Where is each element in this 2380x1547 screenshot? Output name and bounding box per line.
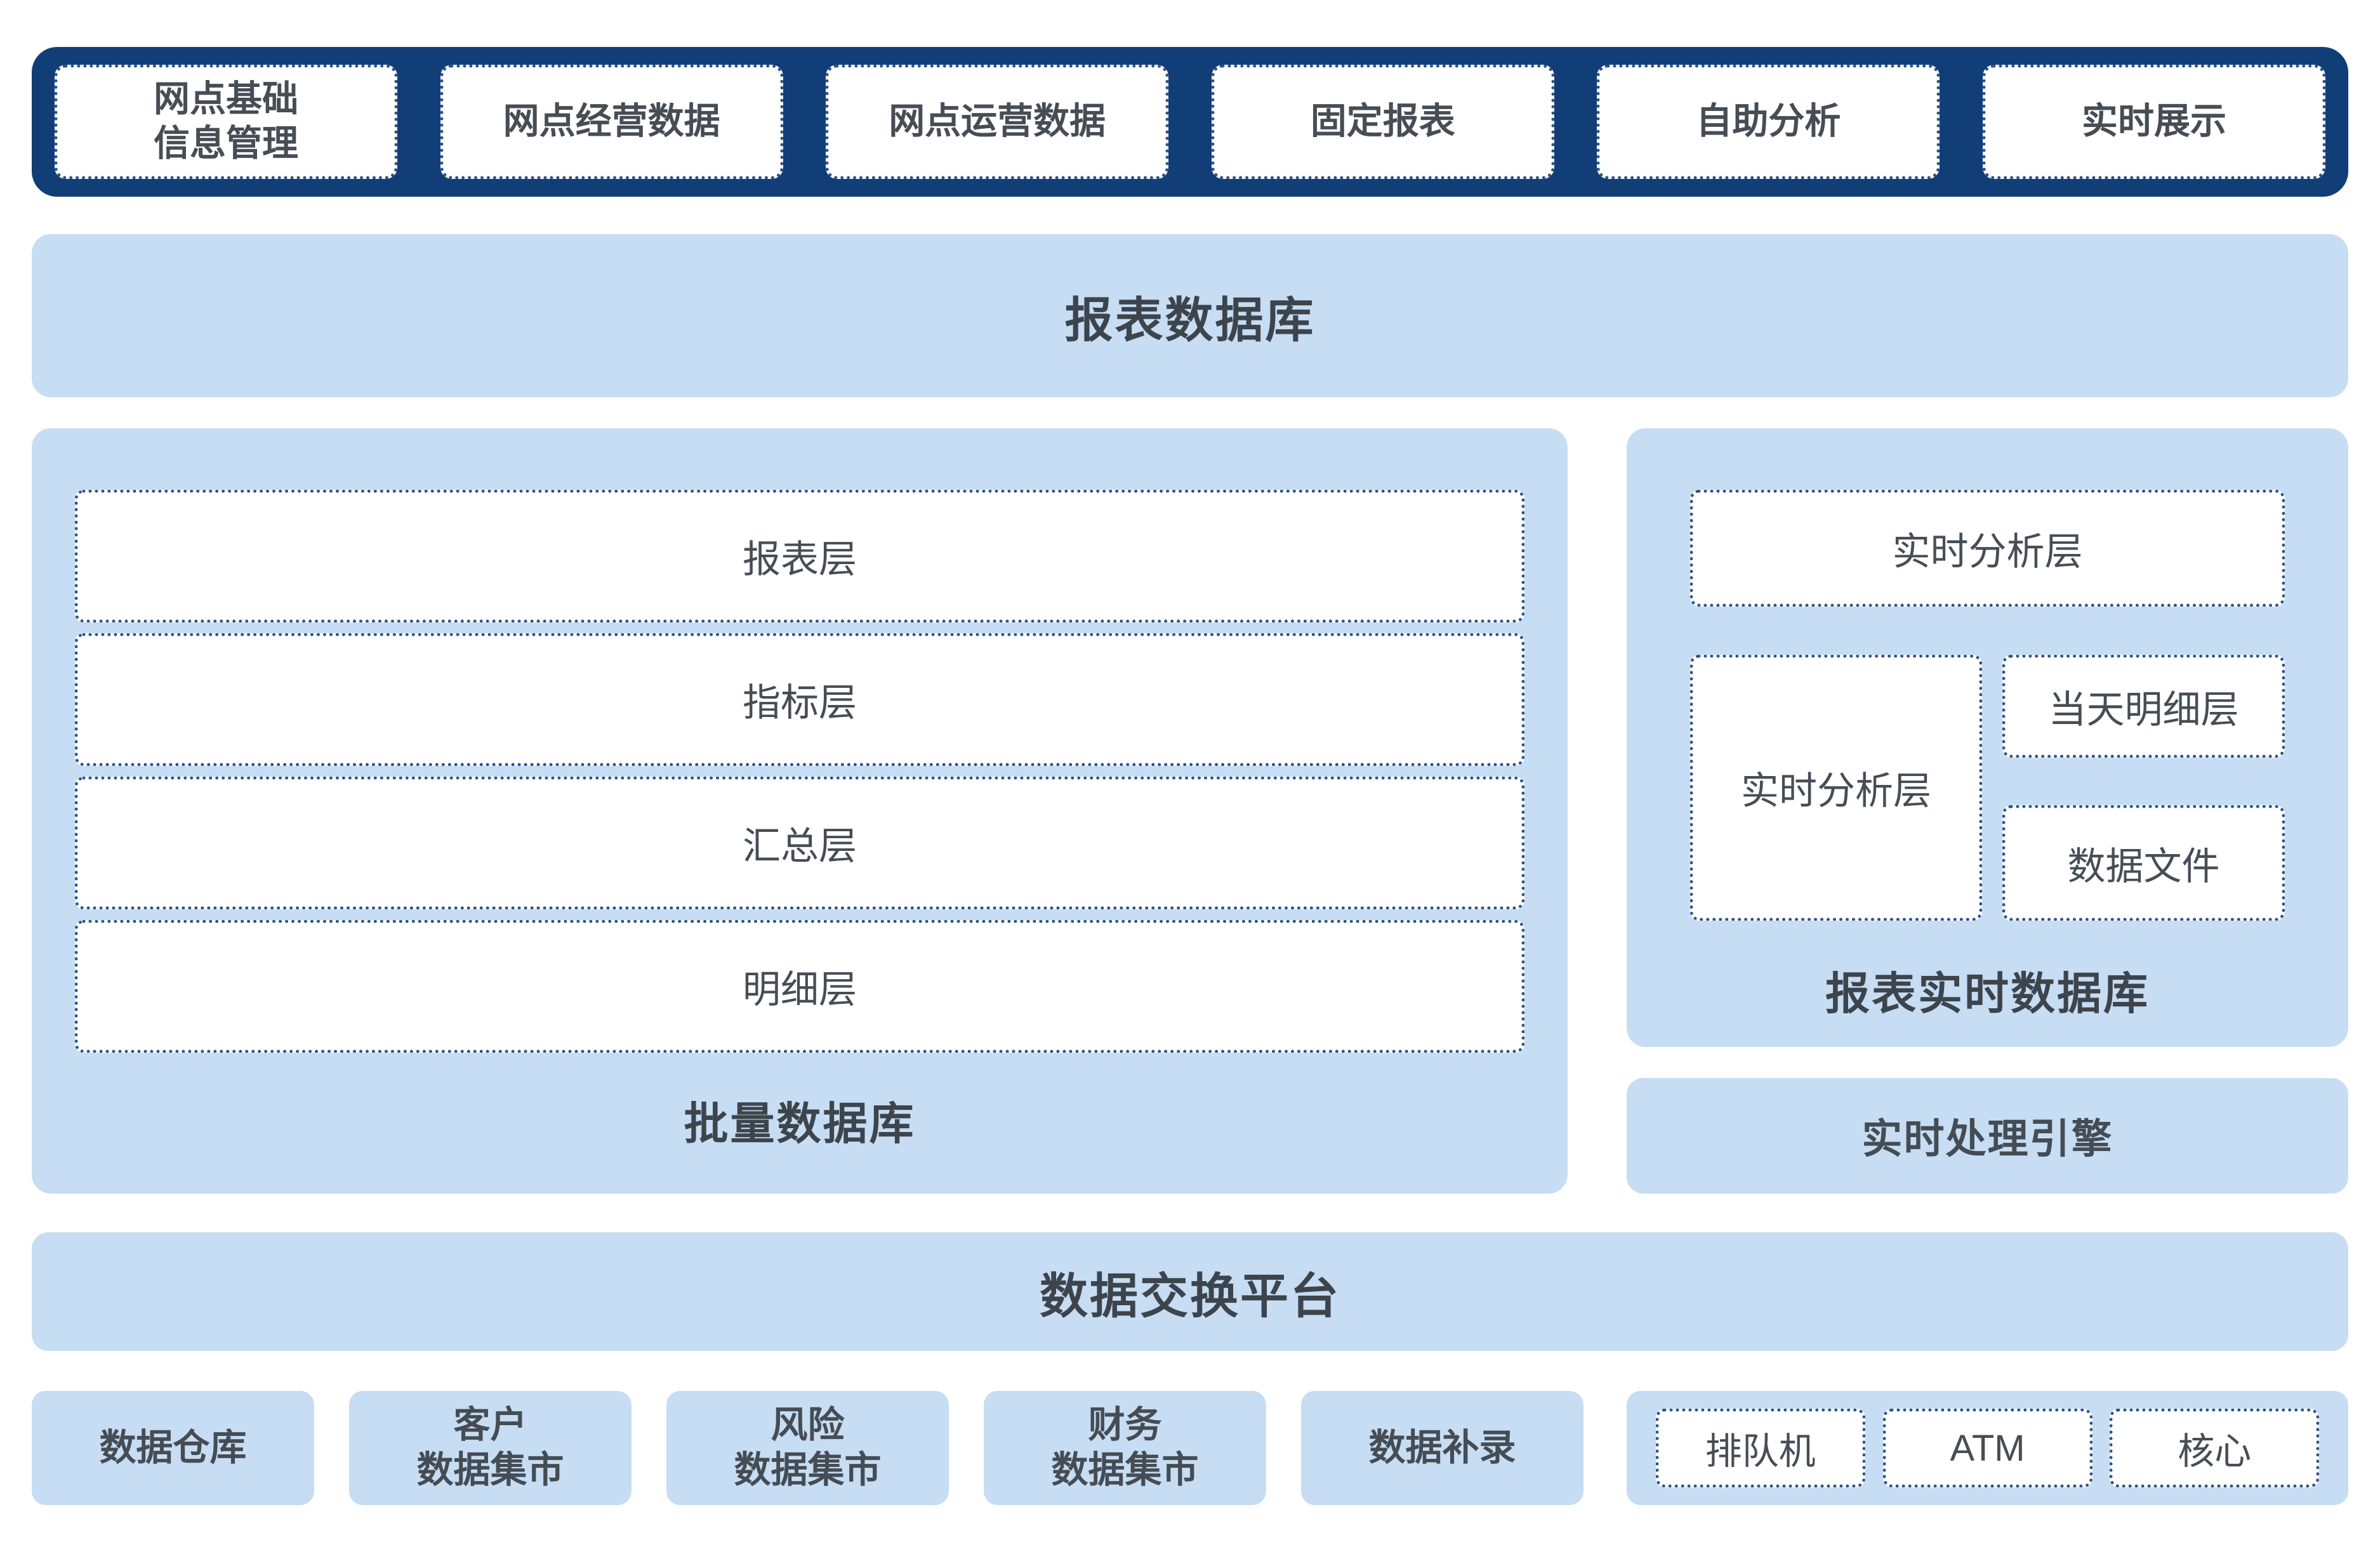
report-db-bar: 报表数据库 — [32, 234, 2348, 397]
atm-box: ATM — [1882, 1409, 2092, 1487]
customer-mart-box: 客户 数据集市 — [349, 1391, 631, 1505]
risk-mart-box: 风险 数据集市 — [666, 1391, 949, 1505]
realtime-display-box: 实时展示 — [1982, 65, 2325, 179]
source-systems-row: 数据仓库 客户 数据集市 风险 数据集市 财务 数据集市 数据补录 — [32, 1391, 1583, 1505]
data-supplement-box: 数据补录 — [1301, 1391, 1583, 1505]
branch-business-data-box: 网点经营数据 — [440, 65, 783, 179]
realtime-engine-bar: 实时处理引擎 — [1627, 1078, 2348, 1194]
finance-mart-box: 财务 数据集市 — [984, 1391, 1266, 1505]
indicator-layer-box: 指标层 — [75, 633, 1524, 766]
realtime-analysis-left-box: 实时分析层 — [1690, 655, 1982, 921]
detail-layer-box: 明细层 — [75, 920, 1524, 1053]
application-header-bar: 网点基础 信息管理 网点经营数据 网点运营数据 固定报表 自助分析 实时展示 — [32, 47, 2348, 197]
data-exchange-label: 数据交换平台 — [1040, 1269, 1340, 1324]
fixed-report-box: 固定报表 — [1211, 65, 1554, 179]
today-detail-box: 当天明细层 — [2002, 655, 2285, 758]
summary-layer-box: 汇总层 — [75, 777, 1524, 909]
report-layer-box: 报表层 — [75, 490, 1524, 622]
core-system-box: 核心 — [2110, 1409, 2320, 1487]
data-warehouse-box: 数据仓库 — [32, 1391, 314, 1505]
batch-db-panel: 报表层 指标层 汇总层 明细层 批量数据库 — [32, 428, 1568, 1194]
report-db-label: 报表数据库 — [1064, 293, 1316, 348]
realtime-db-panel: 实时分析层 实时分析层 当天明细层 数据文件 报表实时数据库 — [1627, 428, 2348, 1047]
batch-db-label: 批量数据库 — [684, 1098, 916, 1149]
realtime-engine-label: 实时处理引擎 — [1861, 1116, 2113, 1162]
branch-basic-info-box: 网点基础 信息管理 — [55, 65, 397, 179]
queue-machine-box: 排队机 — [1655, 1409, 1865, 1487]
branch-operation-data-box: 网点运营数据 — [826, 65, 1169, 179]
channel-systems-panel: 排队机 ATM 核心 — [1627, 1391, 2348, 1505]
data-exchange-bar: 数据交换平台 — [32, 1232, 2348, 1351]
realtime-analysis-top-box: 实时分析层 — [1690, 490, 2285, 607]
self-service-analysis-box: 自助分析 — [1597, 65, 1940, 179]
realtime-db-label: 报表实时数据库 — [1825, 968, 2150, 1018]
data-file-box: 数据文件 — [2002, 805, 2285, 921]
